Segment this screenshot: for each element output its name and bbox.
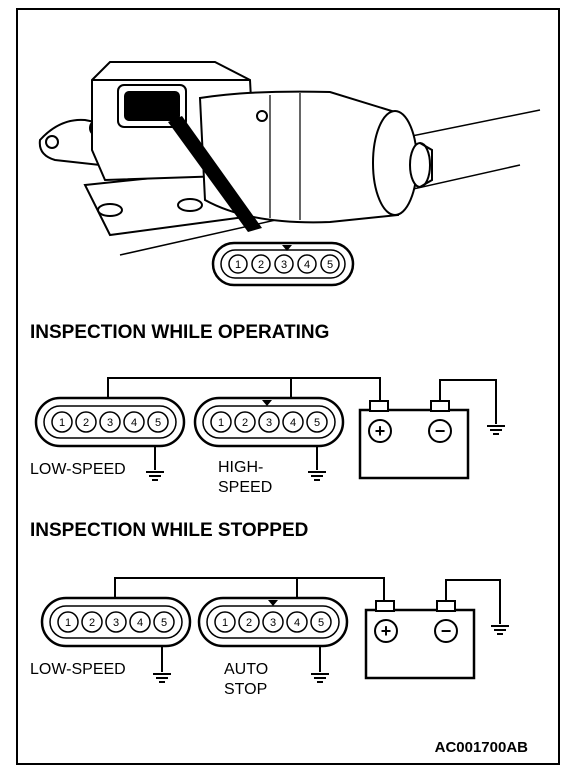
pin-number: 2	[242, 417, 248, 429]
pin-number: 1	[235, 259, 241, 271]
section-title-operating: INSPECTION WHILE OPERATING	[30, 322, 329, 343]
connector-pin	[81, 611, 103, 633]
ground-icon	[490, 625, 510, 635]
positive-terminal-icon	[374, 619, 398, 643]
connector-pin	[262, 611, 284, 633]
negative-terminal-icon	[434, 619, 458, 643]
connector-pin	[286, 611, 308, 633]
battery-stopped: + −	[364, 600, 476, 680]
pin-number: 5	[155, 417, 161, 429]
connector-pin	[105, 611, 127, 633]
pin-number: 4	[294, 617, 300, 629]
connector-pin	[258, 411, 280, 433]
negative-symbol: −	[441, 621, 452, 641]
connector-pin	[310, 611, 332, 633]
positive-terminal-icon	[368, 419, 392, 443]
pin-number: 5	[318, 617, 324, 629]
connector-pin	[306, 411, 328, 433]
connector-pin	[297, 254, 317, 274]
pin-number: 5	[314, 417, 320, 429]
label-low-speed: LOW-SPEED	[30, 461, 126, 478]
pin-number: 5	[327, 259, 333, 271]
ground-icon	[152, 673, 172, 683]
pin-number: 1	[218, 417, 224, 429]
pin-number: 2	[89, 617, 95, 629]
pin-number: 1	[222, 617, 228, 629]
pin-number: 3	[266, 417, 272, 429]
connector-low-speed-operating: 1 2 3 4 5	[34, 396, 186, 448]
connector-pin	[274, 254, 294, 274]
connector-high-speed-operating: 1 2 3 4 5	[193, 396, 345, 448]
pin-number: 4	[304, 259, 310, 271]
connector-pin	[238, 611, 260, 633]
positive-symbol: +	[375, 421, 386, 441]
ground-icon	[307, 471, 327, 481]
label-high-speed-line2: SPEED	[218, 479, 272, 496]
pin-number: 4	[131, 417, 137, 429]
pin-number: 1	[59, 417, 65, 429]
connector-pin	[234, 411, 256, 433]
label-low-speed-stopped: LOW-SPEED	[30, 661, 126, 678]
battery-operating: + −	[358, 400, 470, 480]
connector-pin	[123, 411, 145, 433]
ground-icon	[310, 673, 330, 683]
connector-low-speed-stopped: 1 2 3 4 5	[40, 596, 192, 648]
connector-pin	[57, 611, 79, 633]
connector-pin	[153, 611, 175, 633]
connector-pin	[99, 411, 121, 433]
connector-pin	[51, 411, 73, 433]
pin-number: 1	[65, 617, 71, 629]
pin-number: 5	[161, 617, 167, 629]
connector-pin	[228, 254, 248, 274]
connector-pin	[214, 611, 236, 633]
pin-number: 3	[113, 617, 119, 629]
pin-number: 2	[258, 259, 264, 271]
pin-number: 2	[246, 617, 252, 629]
pin-number: 3	[281, 259, 287, 271]
figure-frame	[16, 8, 560, 765]
connector-pin	[129, 611, 151, 633]
pin-number: 3	[270, 617, 276, 629]
connector-pin	[320, 254, 340, 274]
motor-connector-top: 1 2 3 4 5	[211, 241, 355, 287]
pin-number: 2	[83, 417, 89, 429]
pin-number: 4	[137, 617, 143, 629]
connector-auto-stop-stopped: 1 2 3 4 5	[197, 596, 349, 648]
ground-icon	[486, 425, 506, 435]
label-auto-stop-line1: AUTO	[224, 661, 268, 678]
connector-pin	[210, 411, 232, 433]
section-title-stopped: INSPECTION WHILE STOPPED	[30, 520, 308, 541]
label-auto-stop-line2: STOP	[224, 681, 267, 698]
figure-code: AC001700AB	[435, 739, 529, 756]
positive-symbol: +	[381, 621, 392, 641]
negative-terminal-icon	[428, 419, 452, 443]
wiper-motor-illustration	[38, 61, 541, 256]
pin-number: 3	[107, 417, 113, 429]
connector-pin	[147, 411, 169, 433]
negative-symbol: −	[435, 421, 446, 441]
label-high-speed-line1: HIGH-	[218, 459, 263, 476]
pin-number: 4	[290, 417, 296, 429]
connector-pin	[75, 411, 97, 433]
ground-icon	[145, 471, 165, 481]
connector-pin	[282, 411, 304, 433]
connector-pin	[251, 254, 271, 274]
